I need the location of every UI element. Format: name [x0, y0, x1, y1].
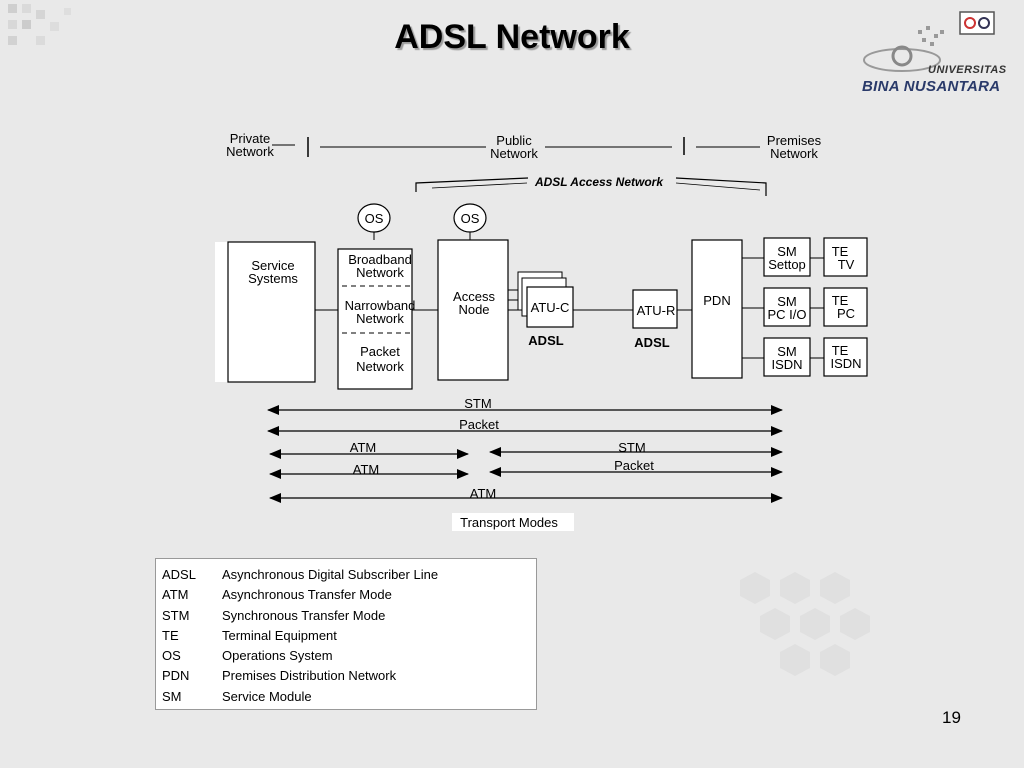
os-node-1-label: OS	[365, 211, 384, 226]
legend-row: TE Terminal Equipment	[162, 626, 530, 646]
terminal-equipment-tv: TE TV	[823, 237, 868, 277]
access-node-box: Access Node	[437, 239, 509, 381]
sm-pcio-label-1: SM	[777, 294, 797, 309]
service-systems-box: Service Systems	[215, 241, 316, 383]
transport-modes: STM Packet ATM STM ATM Packet ATM Transp…	[267, 396, 783, 531]
legend-row: ATM Asynchronous Transfer Mode	[162, 585, 530, 605]
transport-packet-full-label: Packet	[459, 417, 499, 432]
atu-c-label: ATU-C	[531, 300, 570, 315]
os-node-1: OS	[357, 203, 391, 240]
legend-row: PDN Premises Distribution Network	[162, 666, 530, 686]
service-module-settop: SM Settop	[763, 237, 811, 277]
access-node-label-2: Node	[458, 302, 489, 317]
legend-definition: Operations System	[222, 648, 333, 664]
legend-term: OS	[162, 648, 181, 664]
legend-row: ADSL Asynchronous Digital Subscriber Line	[162, 565, 530, 585]
sm-settop-label-2: Settop	[768, 257, 806, 272]
os-node-2-label: OS	[461, 211, 480, 226]
adsl-network-diagram: Private Network Public Network Premises …	[215, 131, 868, 531]
narrowband-network-label-1: Narrowband	[345, 298, 416, 313]
legend-definition: Synchronous Transfer Mode	[222, 607, 386, 623]
sm-settop-label-1: SM	[777, 244, 797, 259]
legend-definition: Asynchronous Digital Subscriber Line	[222, 567, 439, 582]
logo-text-bina-nusantara: BINA NUSANTARA	[862, 78, 1001, 95]
slide-title: ADSL Network	[394, 18, 630, 56]
pdn-label: PDN	[703, 293, 730, 308]
te-isdn-label-2: ISDN	[830, 356, 861, 371]
logo-emblem-icon	[863, 11, 995, 72]
service-systems-label-2: Systems	[248, 271, 298, 286]
page-number: 19	[942, 708, 961, 727]
decorative-squares-top-left	[8, 4, 71, 45]
te-isdn-label-1: TE	[832, 343, 849, 358]
legend-row: OS Operations System	[162, 646, 530, 666]
legend-term: TE	[162, 627, 179, 643]
transport-atm-left-2-label: ATM	[353, 462, 379, 477]
te-tv-label-1: TE	[832, 244, 849, 259]
networks-box: Broadband Network Narrowband Network Pac…	[337, 248, 416, 390]
sm-pcio-label-2: PC I/O	[767, 307, 806, 322]
region-public-label-1: Public	[496, 133, 532, 148]
narrowband-network-label-2: Network	[356, 311, 404, 326]
transport-packet-right-label: Packet	[614, 458, 654, 473]
legend-row: SM Service Module	[162, 687, 530, 707]
terminal-equipment-pc: TE PC	[823, 287, 868, 327]
transport-modes-caption: Transport Modes	[460, 515, 558, 530]
transport-stm-right-label: STM	[618, 440, 645, 455]
pdn-box: PDN	[691, 239, 743, 379]
te-pc-label-2: PC	[837, 306, 855, 321]
legend-definition: Service Module	[222, 688, 312, 704]
packet-network-label-1: Packet	[360, 344, 400, 359]
os-node-2: OS	[453, 203, 487, 240]
region-premises-network: Premises Network	[767, 133, 822, 161]
sm-isdn-label-2: ISDN	[771, 357, 802, 372]
adsl-link-label-right: ADSL	[634, 335, 669, 350]
legend-term: PDN	[162, 668, 190, 684]
legend-row: STM Synchronous Transfer Mode	[162, 606, 530, 626]
terminal-equipment-isdn: TE ISDN	[823, 337, 868, 377]
legend-term: ATM	[162, 587, 189, 603]
region-public-label-2: Network	[490, 146, 538, 161]
region-premises-label-1: Premises	[767, 133, 822, 148]
atu-c-stack: ATU-C	[517, 271, 574, 328]
region-private-label-2: Network	[226, 144, 274, 159]
broadband-network-label-2: Network	[356, 265, 404, 280]
transport-atm-full-label: ATM	[470, 486, 496, 501]
region-private-label-1: Private	[230, 131, 270, 146]
region-private-network: Private Network	[226, 131, 274, 159]
sm-isdn-label-1: SM	[777, 344, 797, 359]
atu-r-label: ATU-R	[637, 303, 676, 318]
packet-network-label-2: Network	[356, 359, 404, 374]
service-systems-label-1: Service	[251, 258, 294, 273]
legend-definition: Asynchronous Transfer Mode	[222, 587, 392, 603]
atu-r-box: ATU-R	[632, 289, 678, 329]
adsl-link-label-left: ADSL	[528, 333, 563, 348]
abbreviation-legend: ADSL Asynchronous Digital Subscriber Line…	[155, 558, 537, 710]
adsl-access-network-bracket: ADSL Access Network	[415, 175, 767, 196]
legend-definition: Premises Distribution Network	[222, 668, 397, 684]
service-module-pc-io: SM PC I/O	[763, 287, 811, 327]
transport-atm-left-1-label: ATM	[350, 440, 376, 455]
legend-term: SM	[162, 688, 182, 704]
transport-stm-full-label: STM	[464, 396, 491, 411]
adsl-access-network-label: ADSL Access Network	[534, 175, 664, 189]
legend-term: ADSL	[162, 567, 196, 582]
te-pc-label-1: TE	[832, 293, 849, 308]
region-premises-label-2: Network	[770, 146, 818, 161]
service-module-isdn: SM ISDN	[763, 337, 811, 377]
logo-text-universitas: UNIVERSITAS	[928, 64, 1007, 76]
university-logo: UNIVERSITAS BINA NUSANTARA	[858, 8, 1008, 98]
broadband-network-label-1: Broadband	[348, 252, 412, 267]
legend-definition: Terminal Equipment	[222, 627, 337, 643]
legend-term: STM	[162, 607, 190, 623]
region-public-network: Public Network	[490, 133, 538, 161]
watermark-hexagons	[740, 572, 870, 676]
te-tv-label-2: TV	[838, 257, 855, 272]
access-node-label-1: Access	[453, 289, 495, 304]
